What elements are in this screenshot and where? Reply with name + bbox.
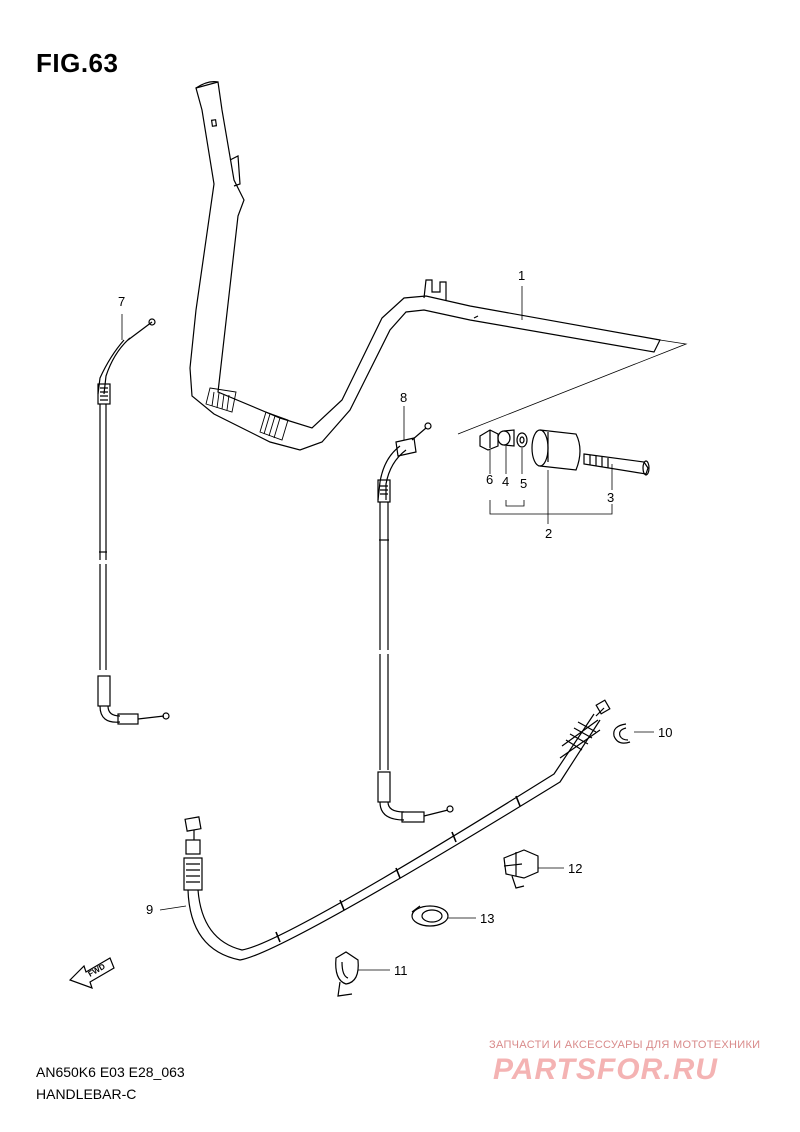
bar-end-collar bbox=[497, 429, 515, 447]
callout-1: 1 bbox=[518, 268, 525, 283]
callout-2: 2 bbox=[545, 526, 552, 541]
callout-numbers: 1 2 3 4 5 6 7 8 9 10 11 12 13 bbox=[118, 268, 672, 978]
bar-end-bolt bbox=[583, 453, 650, 476]
callout-7: 7 bbox=[118, 294, 125, 309]
handlebar bbox=[189, 81, 688, 451]
cable-7 bbox=[97, 318, 170, 725]
rubber-boot bbox=[559, 719, 601, 759]
callout-3: 3 bbox=[607, 490, 614, 505]
callout-12: 12 bbox=[568, 861, 582, 876]
model-code: AN650K6 E03 E28_063 bbox=[36, 1064, 185, 1080]
cable-clamp-11 bbox=[335, 951, 359, 997]
callout-13: 13 bbox=[480, 911, 494, 926]
bar-end-nut bbox=[479, 429, 499, 451]
callout-6: 6 bbox=[486, 472, 493, 487]
e-clip-10 bbox=[613, 723, 631, 744]
cable-clamp-13 bbox=[411, 905, 449, 927]
callout-4: 4 bbox=[502, 474, 509, 489]
callout-10: 10 bbox=[658, 725, 672, 740]
bar-end-assembly bbox=[479, 429, 650, 524]
cable-9 bbox=[183, 699, 611, 961]
figure-title: FIG.63 bbox=[36, 48, 119, 78]
fwd-arrow-icon: FWD bbox=[68, 957, 115, 989]
leader-lines bbox=[121, 286, 654, 971]
callout-8: 8 bbox=[400, 390, 407, 405]
watermark-logo: PARTSFOR.RU bbox=[493, 1053, 718, 1086]
callout-5: 5 bbox=[520, 476, 527, 491]
callout-9: 9 bbox=[146, 902, 153, 917]
watermark-tagline: ЗАПЧАСТИ И АКСЕССУАРЫ ДЛЯ МОТОТЕХНИКИ bbox=[489, 1039, 761, 1051]
section-name: HANDLEBAR-C bbox=[36, 1086, 137, 1102]
bar-end-weight bbox=[531, 429, 581, 471]
cable-8 bbox=[377, 422, 454, 823]
cable-clamp-12 bbox=[503, 849, 539, 889]
callout-11: 11 bbox=[394, 963, 408, 978]
bar-end-washer bbox=[516, 432, 528, 448]
knurl-band bbox=[205, 387, 289, 441]
